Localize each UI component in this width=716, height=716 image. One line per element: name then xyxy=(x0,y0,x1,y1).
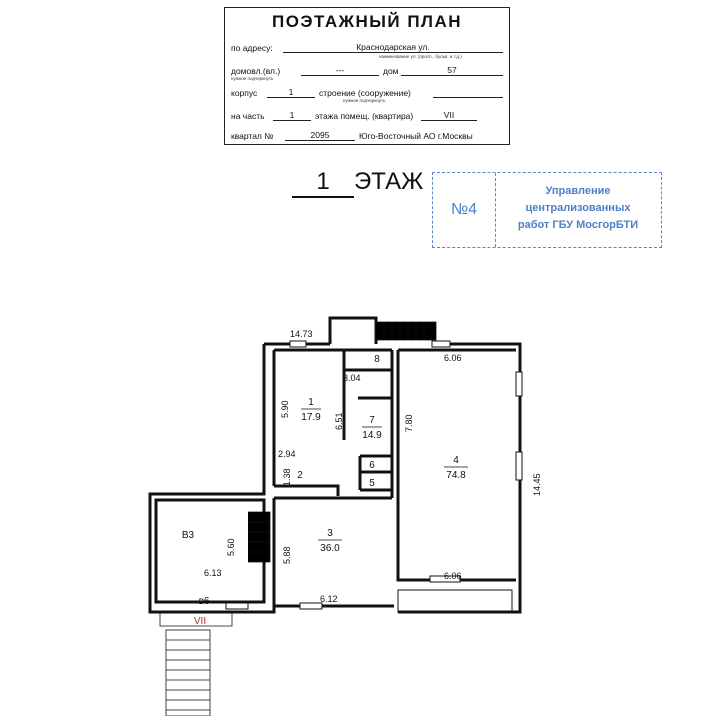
room-5-6-wall xyxy=(358,454,392,492)
domovl-value: --- xyxy=(301,65,379,76)
room-7-number: 7 xyxy=(369,415,375,426)
bti-stamp: №4 Управление централизованных работ ГБУ… xyxy=(432,172,662,248)
dim-room1-height: 5.90 xyxy=(280,400,290,418)
dom-value: 57 xyxy=(401,65,503,76)
room-1-number: 1 xyxy=(308,397,314,408)
domovl-hint: нужное подчеркнуть xyxy=(231,76,274,81)
room-4-wall xyxy=(396,348,516,582)
outer-wall-left xyxy=(148,344,394,614)
room-2-number: 2 xyxy=(297,470,303,481)
dim-room4-wall: 7.80 xyxy=(404,414,414,432)
window xyxy=(515,451,523,481)
part-label: на часть xyxy=(231,111,265,121)
header-frame: ПОЭТАЖНЫЙ ПЛАН по адресу: Краснодарская … xyxy=(224,7,510,145)
window xyxy=(299,602,323,610)
room-2-wall xyxy=(274,484,392,500)
window xyxy=(431,340,451,348)
floor-label-text: ЭТАЖ xyxy=(354,168,424,195)
korpus-label: корпус xyxy=(231,88,258,98)
room-5-number: 5 xyxy=(369,478,375,489)
dim-room3-width: 6.12 xyxy=(320,594,338,604)
inner-stair xyxy=(248,511,271,563)
part-value: 1 xyxy=(273,110,311,121)
stamp-text: Управление централизованных работ ГБУ Мо… xyxy=(499,183,657,234)
dim-room4-bottom: 6.06 xyxy=(444,571,462,581)
room-8-number: 8 xyxy=(374,354,380,365)
dim-room2-width: 2.94 xyxy=(278,449,296,459)
stamp-line-2: централизованных xyxy=(525,202,631,214)
window xyxy=(429,575,461,583)
floor-label: этажа помещ. (квартира) xyxy=(315,111,414,121)
room-4-area: 74.8 xyxy=(446,470,466,481)
room-1-area: 17.9 xyxy=(301,412,321,423)
kvartal-value: 2095 xyxy=(285,130,355,141)
stamp-number: №4 xyxy=(433,173,496,247)
entrance-vestibule xyxy=(328,316,378,344)
room-6-number: 6 xyxy=(369,460,375,471)
plan-title: ПОЭТАЖНЫЙ ПЛАН xyxy=(271,12,463,31)
stroenie-label: строение (сооружение) xyxy=(319,88,411,98)
dim-room7-height: 6.51 xyxy=(334,412,344,430)
window xyxy=(289,340,307,348)
street-value: Краснодарская ул. xyxy=(283,42,503,53)
floor-number: 1 xyxy=(292,168,354,198)
street-hint: наименование ул. (просп., бульв. и т.д.) xyxy=(379,54,462,59)
room-3-number: 3 xyxy=(327,528,333,539)
room-3-area: 36.0 xyxy=(320,543,340,554)
dim-room3-height: 5.88 xyxy=(282,546,292,564)
room-7-wall xyxy=(358,350,394,498)
stamp-line-3: работ ГБУ МосгорБТИ xyxy=(517,219,639,231)
bottom-stair xyxy=(159,612,233,716)
stroenie-hint: нужное подчеркнуть xyxy=(343,98,386,103)
domovl-label: домовл.(вл.) xyxy=(231,66,281,76)
room-b3-wall xyxy=(154,498,266,604)
dim-room8-width: 3.04 xyxy=(343,373,361,383)
flat-value: VII xyxy=(421,110,477,121)
dim-b3-width: 6.13 xyxy=(204,568,222,578)
stamp-line-1: Управление xyxy=(545,185,611,197)
unit-label: VII xyxy=(194,616,206,627)
dim-right-total: 14.45 xyxy=(532,473,542,496)
window xyxy=(225,602,249,610)
room-4-number: 4 xyxy=(453,455,459,466)
address-label: по адресу: xyxy=(231,43,273,53)
window xyxy=(515,371,523,397)
district: Юго-Восточный АО г.Москвы xyxy=(359,131,473,141)
dim-room2-height: 1.38 xyxy=(282,468,292,486)
top-stair xyxy=(376,321,437,341)
korpus-value: 1 xyxy=(267,87,315,98)
room-1-wall xyxy=(272,348,346,486)
room-b6-number: в6 xyxy=(199,596,210,607)
room-8-wall xyxy=(344,348,392,372)
dim-top-width: 14.73 xyxy=(290,329,313,339)
dom-label: дом xyxy=(383,66,399,76)
dim-b3-height: 5.60 xyxy=(226,538,236,556)
balcony xyxy=(397,589,513,613)
room-b3-number: В3 xyxy=(182,530,195,541)
dim-room4-top: 6.06 xyxy=(444,353,462,363)
stroenie-value xyxy=(433,87,503,98)
kvartal-label: квартал № xyxy=(231,131,274,141)
room-7-area: 14.9 xyxy=(362,430,382,441)
